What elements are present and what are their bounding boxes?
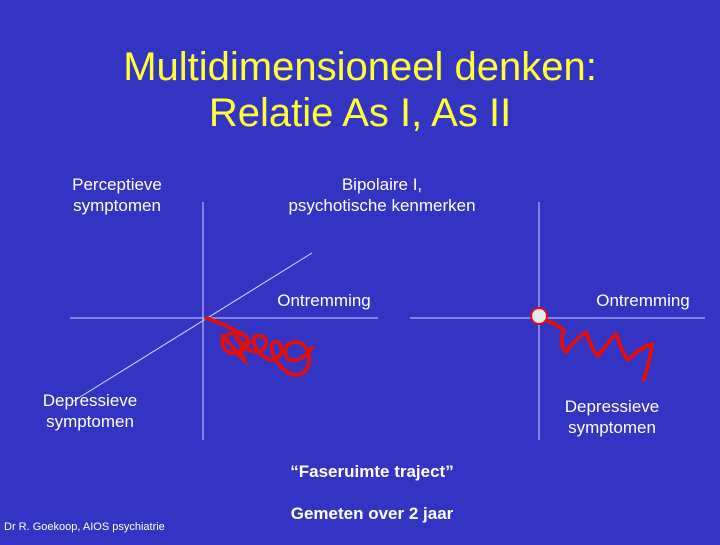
footer-credit: Dr R. Goekoop, AIOS psychiatrie: [4, 521, 165, 533]
left-trajectory: [204, 316, 314, 377]
left-diagonal-axis: [71, 252, 313, 403]
bipolaire-label: Bipolaire I, psychotische kenmerken: [288, 175, 476, 215]
slide-title: Multidimensioneel denken: Relatie As I, …: [0, 44, 720, 136]
right-depressieve-label: Depressieve symptomen: [564, 397, 660, 437]
left-depressieve-label: Depressieve symptomen: [42, 391, 138, 431]
left-ontremming-label: Ontremming: [277, 291, 371, 310]
caption-line-2: Gemeten over 2 jaar: [290, 504, 454, 523]
origin-point: [530, 307, 548, 325]
title-line-1: Multidimensioneel denken:: [123, 45, 597, 89]
perceptieve-symptomen-label: Perceptieve symptomen: [72, 175, 162, 215]
right-ontremming-label: Ontremming: [596, 291, 690, 310]
right-trajectory: [539, 316, 654, 382]
caption-line-1: “Faseruimte traject”: [290, 462, 454, 481]
faseruimte-caption: “Faseruimte traject” Gemeten over 2 jaar: [252, 440, 492, 545]
title-line-2: Relatie As I, As II: [208, 91, 512, 135]
left-trajectory-tail: [220, 334, 252, 366]
